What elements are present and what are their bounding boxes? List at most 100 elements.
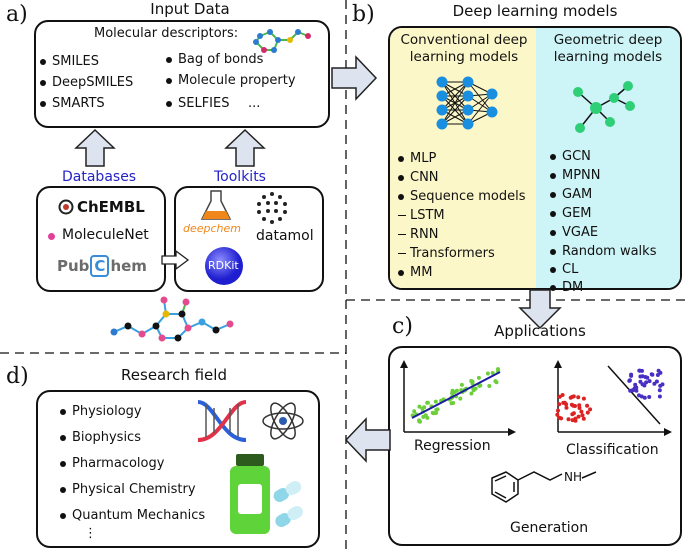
chembl-logo: [58, 199, 74, 215]
toolkit-deepchem: deepchem: [183, 222, 242, 235]
panel-a-title: Input Data: [150, 0, 230, 18]
regression-point: [451, 401, 456, 405]
panel-a-letter: a): [6, 2, 28, 27]
classification-label: Classification: [566, 442, 659, 458]
conventional-bg: [390, 28, 536, 288]
model-rnn: RNN: [398, 227, 438, 242]
class-a-point: [576, 414, 581, 419]
generation-label: Generation: [510, 520, 589, 536]
descriptor-smarts: SMARTS: [40, 96, 105, 111]
regression-point: [477, 383, 482, 388]
panel-c-letter: c): [392, 314, 413, 339]
model-lstm: LSTM: [398, 208, 445, 223]
toolkits-label: Toolkits: [214, 169, 266, 185]
geometric-title: Geometric deep learning models: [553, 32, 663, 65]
database-chembl: ChEMBL: [77, 198, 145, 216]
class-b-point: [644, 380, 649, 385]
model-sequence: Sequence models: [398, 189, 526, 204]
model-dm: DM: [550, 280, 583, 295]
right-arrow-a-to-b: [331, 55, 378, 101]
descriptors-title: Molecular descriptors:: [94, 26, 239, 41]
rdkit-logo: [205, 247, 243, 285]
regression-point: [490, 371, 495, 375]
panel-c-title: Applications: [494, 322, 586, 340]
class-a-point: [557, 394, 562, 399]
class-a-point: [580, 413, 585, 418]
nh-label: NH: [564, 470, 582, 484]
up-arrow-toolkits: [224, 128, 266, 167]
class-a-point: [585, 403, 590, 408]
class-a-point: [559, 416, 564, 421]
class-b-point: [647, 395, 652, 399]
class-b-point: [639, 394, 644, 399]
models-box: [388, 26, 682, 290]
geometric-bg: [536, 28, 680, 288]
class-b-point: [629, 373, 634, 378]
regression-point: [487, 384, 492, 388]
molecule-icon: [110, 296, 234, 342]
databases-box: [36, 186, 166, 292]
class-b-point: [645, 375, 650, 380]
moleculenet-dot: [48, 233, 55, 240]
regression-point: [476, 375, 481, 380]
regression-point: [450, 388, 455, 393]
panel-d-title: Research field: [121, 366, 227, 384]
panel-d-letter: d): [6, 364, 29, 389]
class-b-point: [657, 388, 662, 393]
class-b-point: [640, 368, 644, 373]
class-a-point: [577, 403, 582, 408]
class-a-point: [566, 417, 571, 422]
research-biophysics: Biophysics: [60, 430, 141, 445]
class-a-point: [557, 402, 562, 407]
descriptor-deepsmiles: DeepSMILES: [40, 75, 133, 90]
toolkit-rdkit: RDKit: [208, 259, 239, 272]
right-arrow-small: [161, 249, 190, 271]
panel-b-letter: b): [352, 2, 375, 27]
model-random-walks: Random walks: [550, 244, 656, 259]
regression-point: [430, 410, 435, 415]
class-b-point: [656, 368, 661, 373]
regression-label: Regression: [414, 438, 491, 454]
pill-bottle-icon: [230, 454, 270, 534]
class-a-point: [579, 409, 584, 414]
regression-point: [417, 404, 422, 409]
classification-plot: [554, 360, 672, 436]
model-gam: GAM: [550, 187, 592, 202]
class-b-point: [638, 374, 643, 379]
regression-point: [470, 381, 475, 386]
regression-point: [425, 400, 430, 405]
panel-b-title: Deep learning models: [452, 2, 618, 20]
class-b-point: [650, 372, 655, 377]
regression-point: [473, 386, 478, 391]
descriptor-selfies: SELFIES: [166, 96, 230, 111]
class-b-point: [647, 379, 652, 384]
class-b-point: [630, 388, 635, 393]
class-a-point: [573, 404, 577, 408]
class-b-point: [634, 388, 639, 393]
descriptor-bag-of-bonds: Bag of bonds: [166, 52, 263, 67]
class-a-point: [588, 407, 593, 412]
graph-icon: [573, 81, 635, 133]
class-b-point: [627, 378, 632, 383]
class-a-point: [556, 408, 560, 413]
class-a-point: [585, 410, 590, 415]
class-a-point: [576, 395, 581, 400]
regression-point: [412, 409, 417, 414]
model-cl: CL: [550, 262, 578, 277]
model-mpnn: MPNN: [550, 168, 601, 183]
descriptor-smiles: SMILES: [40, 54, 99, 69]
model-gem: GEM: [550, 206, 592, 221]
molecule-icon: [253, 29, 311, 53]
class-a-point: [569, 402, 574, 407]
class-a-point: [561, 400, 566, 405]
database-moleculenet: MoleculeNet: [62, 227, 149, 243]
descriptor-molecule-property: Molecule property: [166, 73, 296, 88]
class-b-point: [657, 394, 662, 399]
databases-label: Databases: [62, 169, 137, 185]
class-a-point: [564, 405, 569, 410]
neural-network-icon: [436, 76, 498, 130]
capsule-icon: [273, 481, 303, 527]
applications-box: [388, 346, 682, 546]
research-ellipsis: ⋮: [84, 526, 97, 541]
